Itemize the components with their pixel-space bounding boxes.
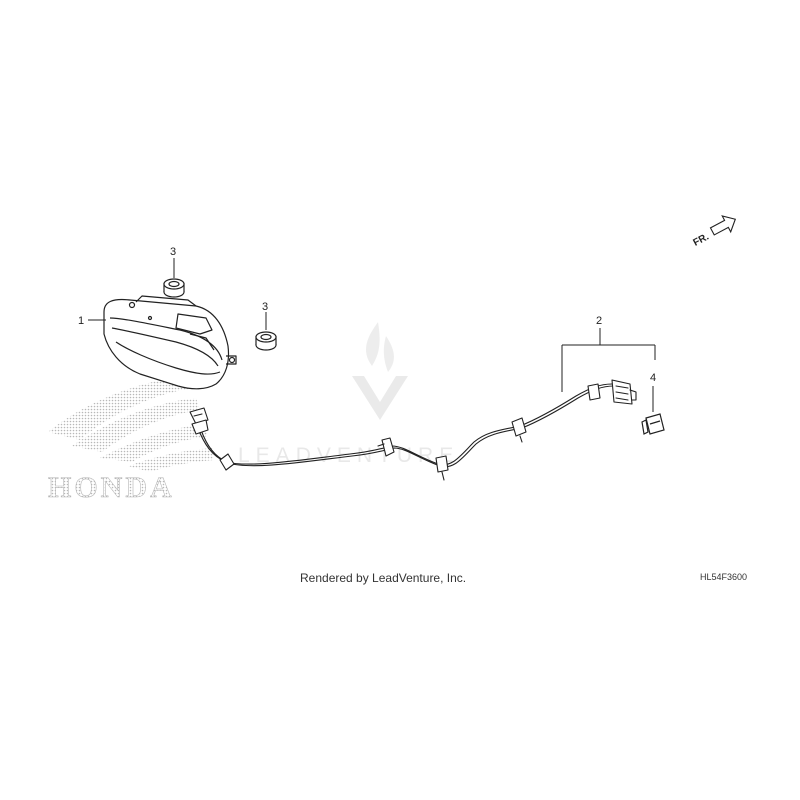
- callout-4: 4: [650, 372, 656, 384]
- grommet-part-3-upper: [163, 278, 185, 298]
- fr-label: FR.: [692, 231, 712, 248]
- callout-3-lower: 3: [262, 301, 268, 313]
- diagram-code: HL54F3600: [700, 572, 748, 582]
- honda-wing-logo: HONDA: [48, 376, 214, 504]
- lamp-assembly-part-1: [103, 295, 237, 390]
- honda-logo-text: HONDA: [48, 471, 175, 504]
- grommet-part-3-lower: [255, 331, 277, 351]
- callout-3-upper: 3: [170, 246, 176, 258]
- callout-leader-lines: [88, 258, 656, 412]
- render-credit: Rendered by LeadVenture, Inc.: [300, 571, 467, 585]
- wire-harness-part-2: [189, 379, 637, 481]
- callout-2: 2: [596, 315, 602, 327]
- front-direction-indicator: FR.: [692, 215, 737, 249]
- callout-1: 1: [78, 315, 84, 327]
- arrow-right-icon: [709, 215, 737, 236]
- bulb-socket-part-4: [641, 413, 665, 435]
